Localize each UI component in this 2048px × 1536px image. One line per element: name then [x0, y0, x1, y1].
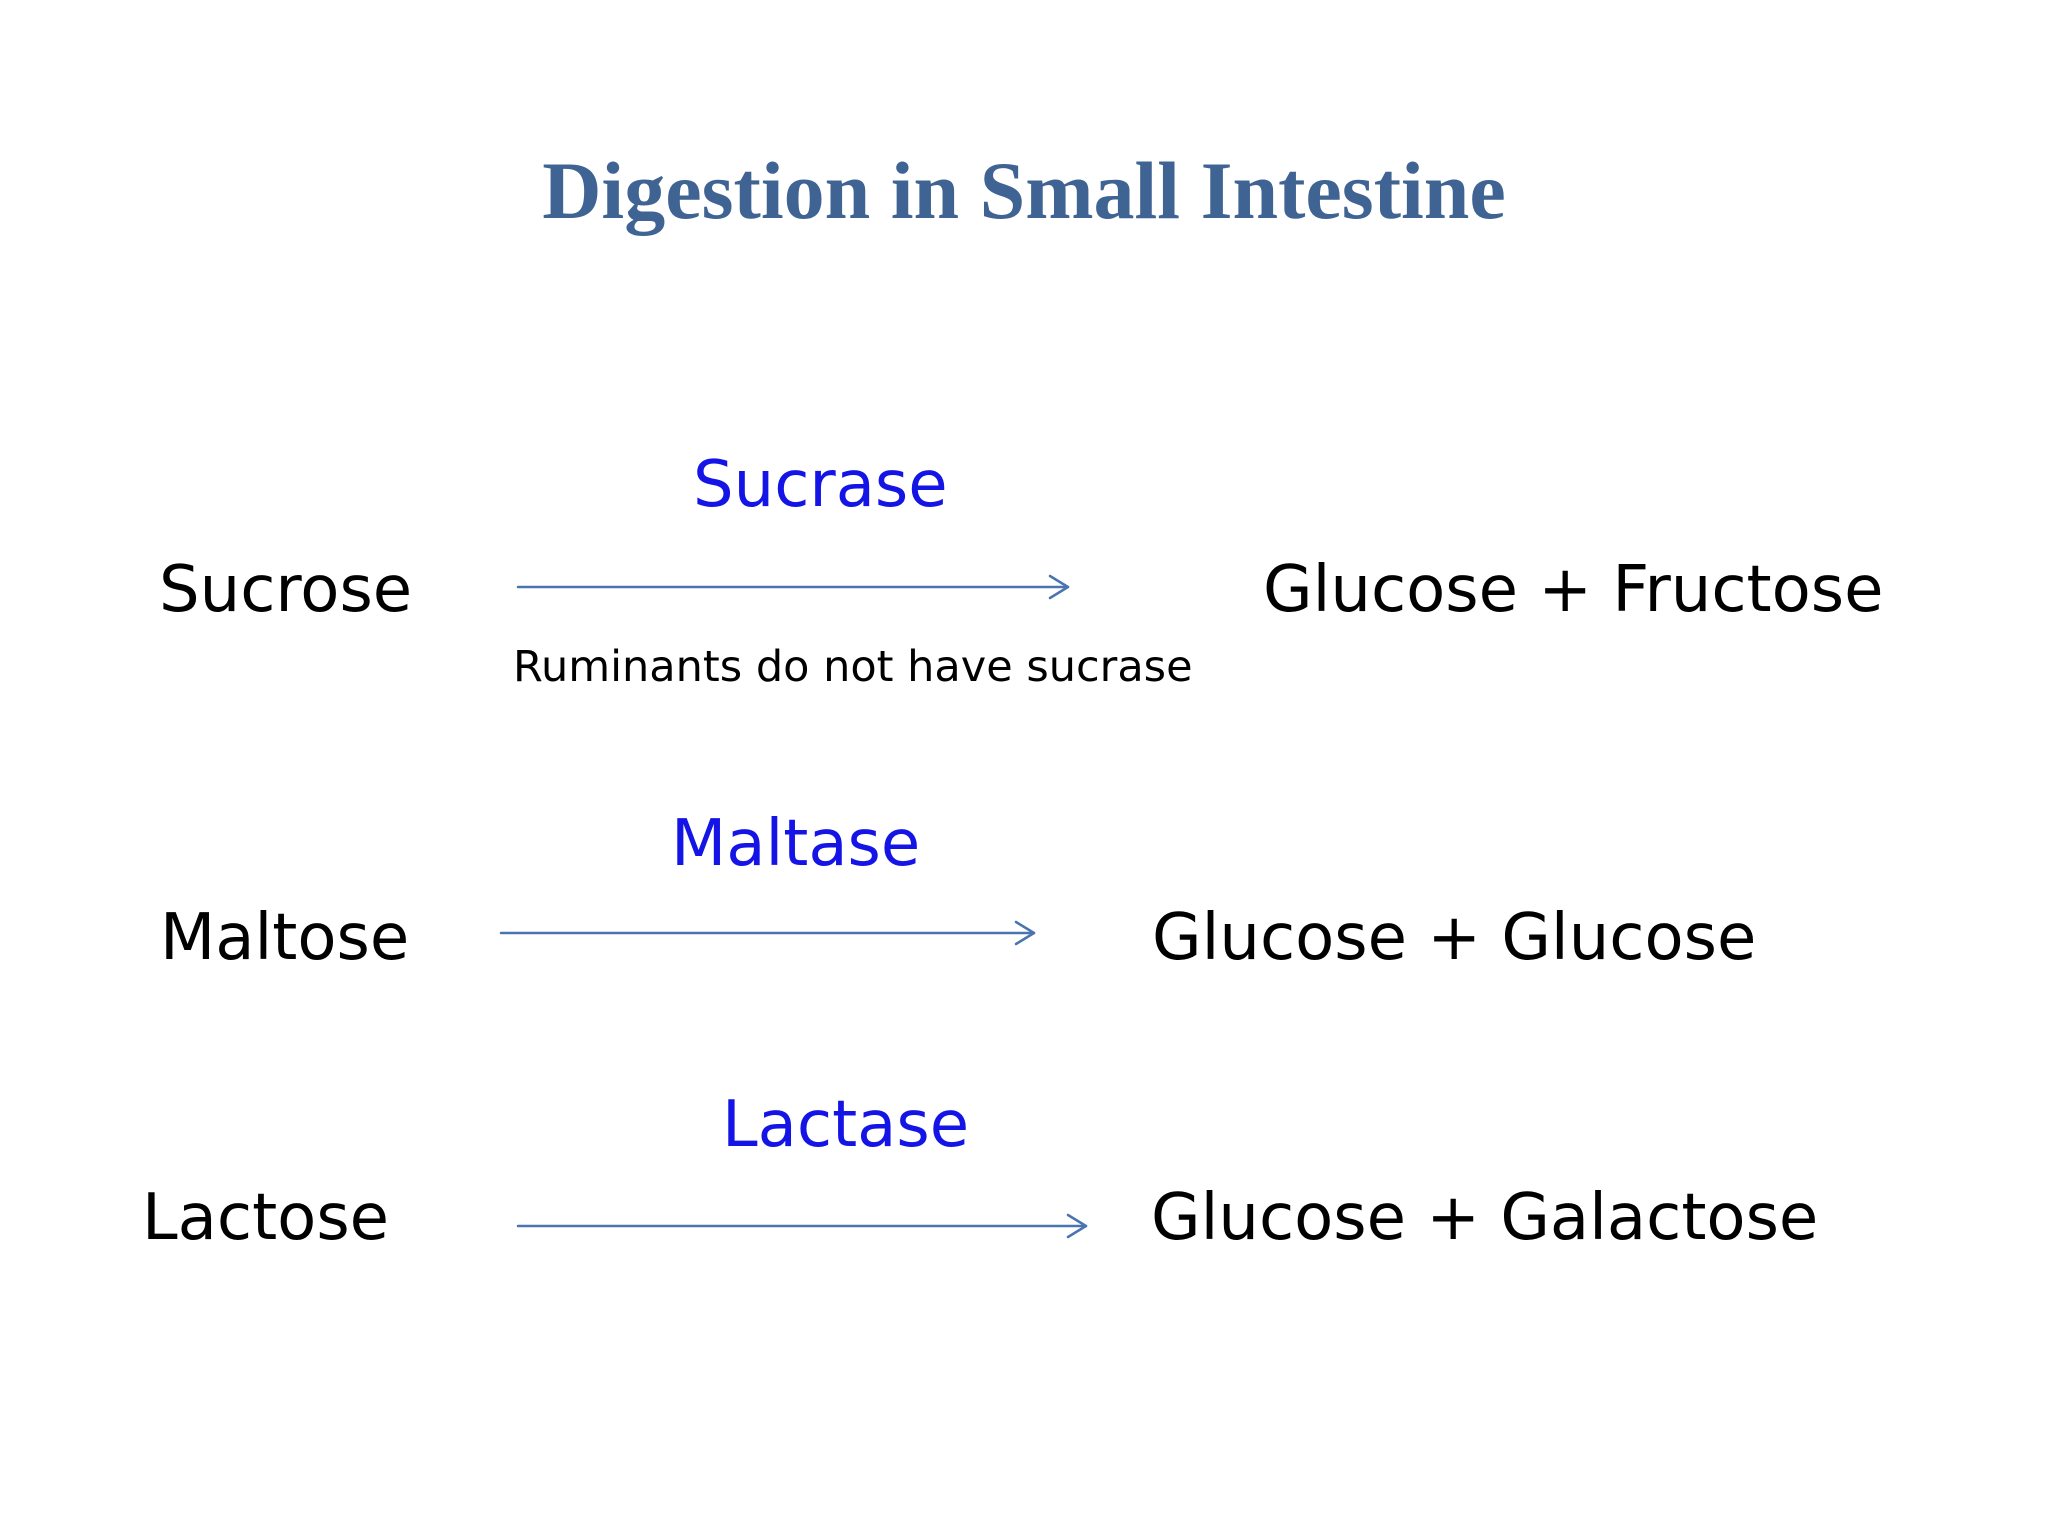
products-lactose: Glucose + Galactose [1151, 1181, 1819, 1255]
arrow-lactose-reaction [516, 1213, 1088, 1239]
enzyme-maltase: Maltase [671, 807, 921, 881]
substrate-maltose: Maltose [160, 901, 410, 975]
products-sucrose: Glucose + Fructose [1263, 553, 1884, 627]
substrate-sucrose: Sucrose [159, 553, 413, 627]
slide-title: Digestion in Small Intestine [542, 145, 1506, 236]
arrow-sucrose-reaction [516, 574, 1070, 600]
products-maltose: Glucose + Glucose [1152, 901, 1757, 975]
note-ruminants: Ruminants do not have sucrase [513, 642, 1193, 692]
enzyme-lactase: Lactase [722, 1088, 970, 1162]
enzyme-sucrase: Sucrase [693, 448, 948, 522]
arrow-maltose-reaction [499, 920, 1036, 946]
substrate-lactose: Lactose [142, 1181, 390, 1255]
